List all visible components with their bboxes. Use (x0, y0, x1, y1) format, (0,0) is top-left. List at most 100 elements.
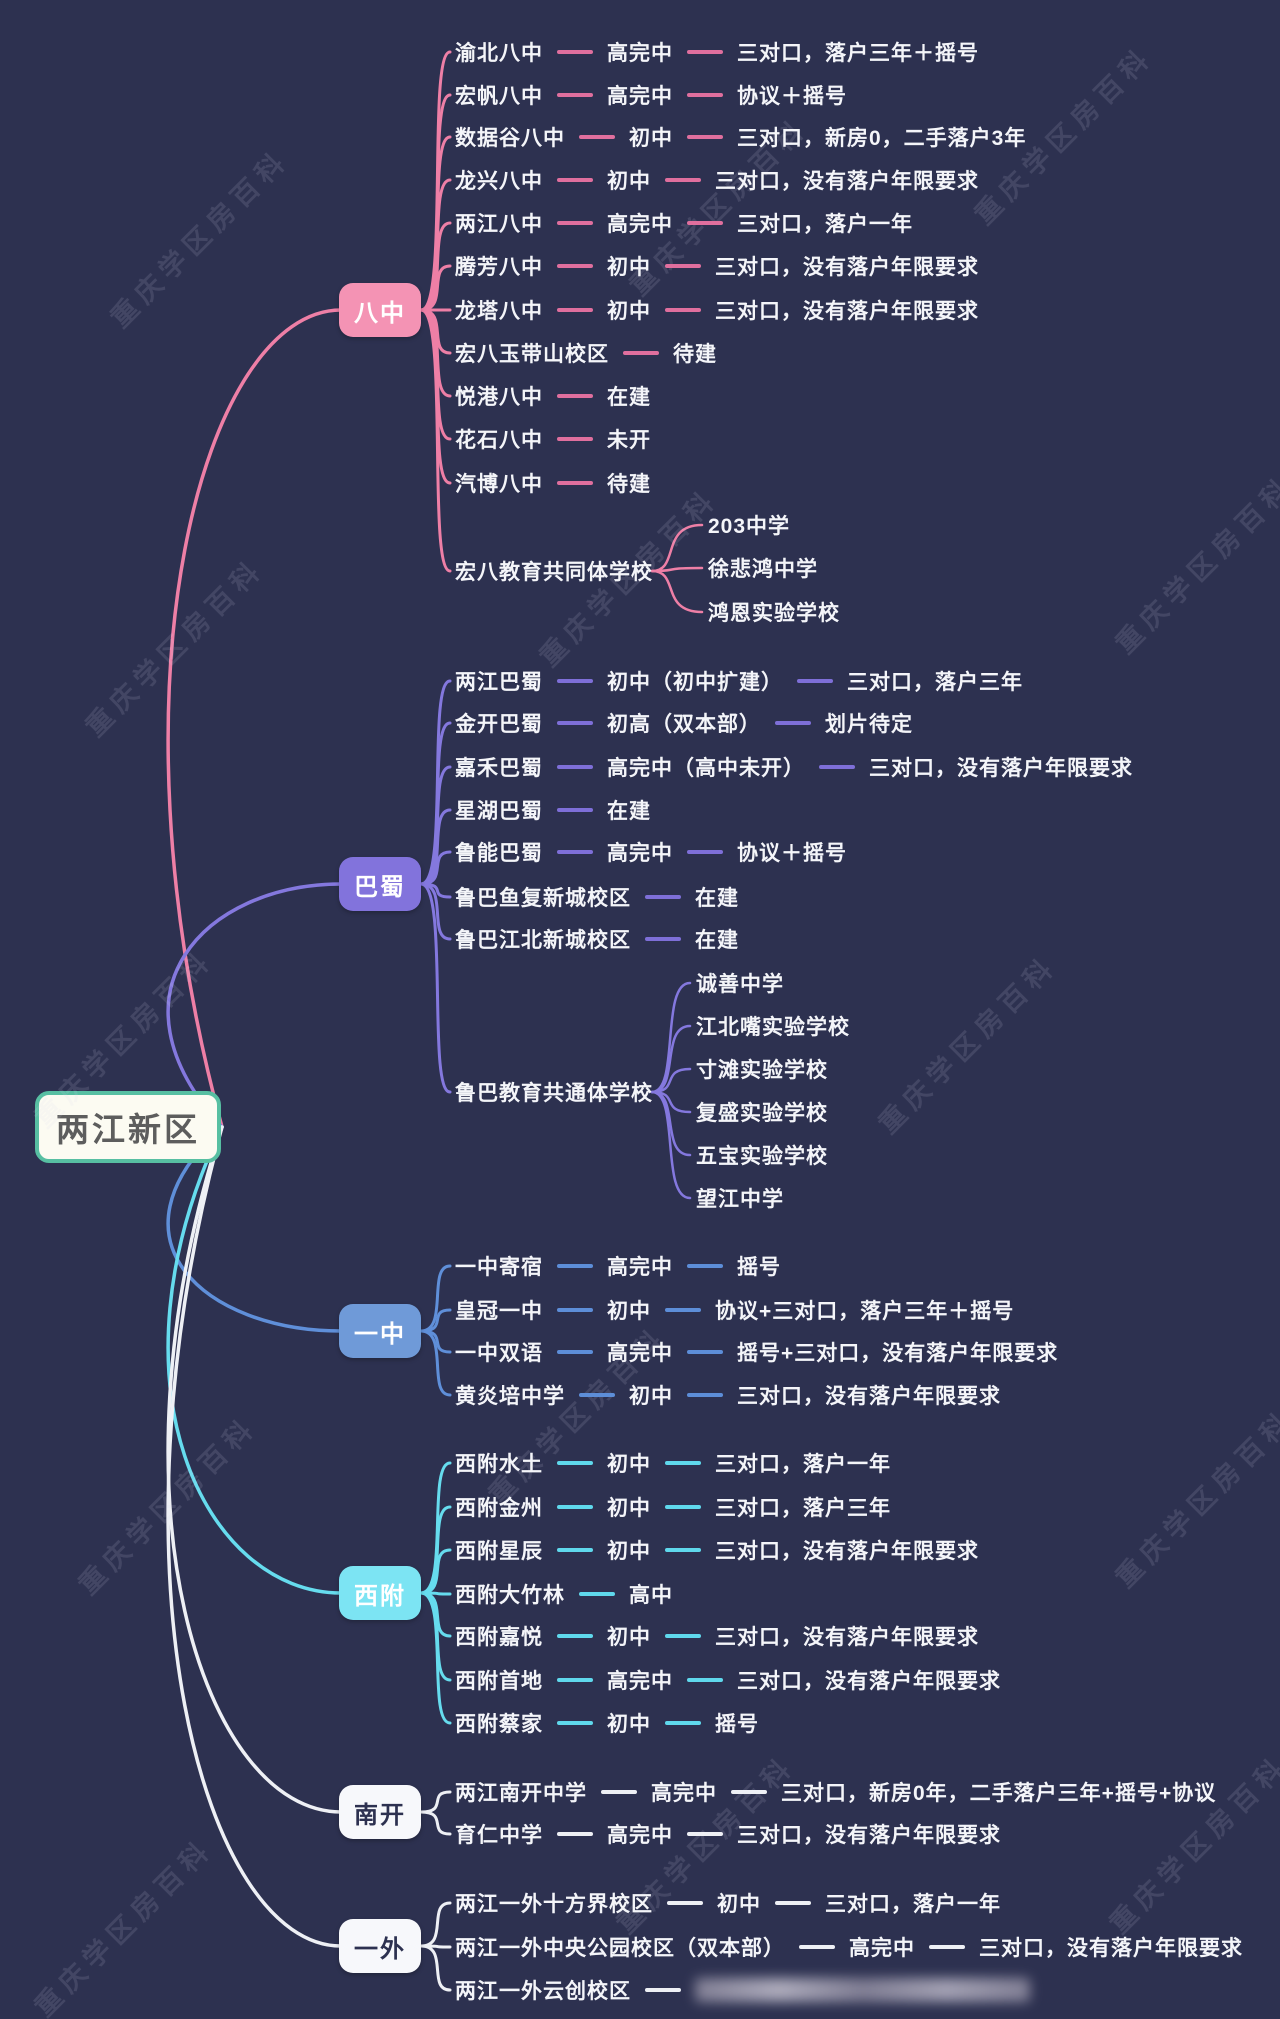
item-value: 初中 (629, 127, 673, 150)
connector-dash (557, 1634, 593, 1638)
tree-item: 西附蔡家初中摇号 (455, 1708, 759, 1738)
item-label: 汽博八中 (455, 473, 543, 496)
item-value: 在建 (607, 386, 651, 409)
sub-item: 复盛实验学校 (696, 1097, 828, 1127)
item-label: 鲁巴江北新城校区 (455, 929, 631, 952)
tree-item: 腾芳八中初中三对口，没有落户年限要求 (455, 251, 979, 281)
item-value: 划片待定 (825, 713, 913, 736)
connector-dash (579, 1393, 615, 1397)
connector-dash (665, 264, 701, 268)
connector-dash (557, 1548, 593, 1552)
tree-item: 宏八教育共同体学校 (455, 556, 653, 586)
connector-dash (687, 1264, 723, 1268)
item-value: 三对口，没有落户年限要求 (715, 170, 979, 193)
tree-item: 一中寄宿高完中摇号 (455, 1251, 781, 1281)
connector-line (419, 882, 452, 1094)
tree-item: 悦港八中在建 (455, 381, 651, 411)
connector-line (419, 1790, 452, 1814)
tree-item: 西附水土初中三对口，落户一年 (455, 1448, 891, 1478)
sub-item: 望江中学 (696, 1183, 784, 1213)
item-value: 初中 (629, 1385, 673, 1408)
sub-item: 江北嘴实验学校 (696, 1011, 850, 1041)
item-value: 高完中 (607, 42, 673, 65)
item-value: 初中 (607, 1497, 651, 1520)
tree-item: 星湖巴蜀在建 (455, 795, 651, 825)
item-label: 两江南开中学 (455, 1782, 587, 1805)
sub-item: 诚善中学 (696, 968, 784, 998)
connector-line (419, 308, 452, 573)
tree-item: 嘉禾巴蜀高完中（高中未开）三对口，没有落户年限要求 (455, 752, 1133, 782)
branch-node-xifu: 西附 (339, 1566, 421, 1620)
item-label: 皇冠一中 (455, 1300, 543, 1323)
tree-item: 宏八玉带山校区待建 (455, 338, 717, 368)
connector-line (419, 882, 452, 941)
connector-dash (601, 1790, 637, 1794)
item-label: 西附蔡家 (455, 1713, 543, 1736)
item-label: 鲁巴鱼复新城校区 (455, 887, 631, 910)
connector-dash (645, 895, 681, 899)
connector-dash (557, 765, 593, 769)
sub-item: 203中学 (708, 510, 790, 540)
item-value: 未开 (607, 429, 651, 452)
tree-item: 鲁能巴蜀高完中协议＋摇号 (455, 837, 847, 867)
item-label: 江北嘴实验学校 (696, 1016, 850, 1039)
item-label: 复盛实验学校 (696, 1102, 828, 1125)
connector-dash (799, 1945, 835, 1949)
tree-item: 花石八中 未开 (455, 424, 651, 454)
connector-dash (557, 1678, 593, 1682)
tree-item: 皇冠一中 初中 协议+三对口，落户三年＋摇号 (455, 1295, 1014, 1325)
connector-line (650, 1090, 692, 1200)
item-label: 鲁能巴蜀 (455, 842, 543, 865)
connector-dash (665, 178, 701, 182)
item-value: 三对口，没有落户年限要求 (715, 300, 979, 323)
item-label: 徐悲鸿中学 (708, 558, 818, 581)
connector-dash (665, 1505, 701, 1509)
connector-line (419, 1810, 452, 1836)
item-label: 五宝实验学校 (696, 1145, 828, 1168)
connector-dash (557, 394, 593, 398)
branch-node-nankai: 南开 (339, 1785, 421, 1839)
item-value: 高中 (629, 1584, 673, 1607)
item-value: 三对口，没有落户年限要求 (737, 1385, 1001, 1408)
connector-line (650, 981, 692, 1094)
item-label: 宏八教育共同体学校 (455, 561, 653, 584)
item-value: 高完中 (607, 1670, 673, 1693)
connector-dash (557, 1721, 593, 1725)
item-value: 高完中 (607, 85, 673, 108)
tree-item: 龙兴八中初中三对口，没有落户年限要求 (455, 165, 979, 195)
item-label: 一中双语 (455, 1342, 543, 1365)
item-value: 高完中 (849, 1937, 915, 1960)
item-label: 鸿恩实验学校 (708, 602, 840, 625)
item-value: 初中 (607, 1300, 651, 1323)
connector-dash (557, 437, 593, 441)
tree-item: 宏帆八中高完中协议＋摇号 (455, 80, 847, 110)
item-value: 三对口，落户一年 (715, 1453, 891, 1476)
tree-item: 西附大竹林高中 (455, 1579, 673, 1609)
tree-item: 鲁巴鱼复新城校区 在建 (455, 882, 739, 912)
connector-dash (557, 93, 593, 97)
connector-dash (645, 1988, 681, 1992)
item-value: 待建 (607, 473, 651, 496)
connector-dash (687, 1393, 723, 1397)
item-label: 203中学 (708, 515, 791, 538)
item-value: 三对口，没有落户年限要求 (737, 1670, 1001, 1693)
connector-dash (623, 351, 659, 355)
item-value: 三对口，没有落户年限要求 (869, 757, 1133, 780)
item-label: 诚善中学 (696, 973, 784, 996)
item-value: 摇号 (737, 1256, 781, 1279)
item-value: 在建 (695, 887, 739, 910)
sub-item: 五宝实验学校 (696, 1140, 828, 1170)
connector-line (166, 882, 343, 1129)
tree-item: 鲁巴教育共通体学校 (455, 1077, 653, 1107)
item-label: 宏帆八中 (455, 85, 543, 108)
connector-dash (557, 850, 593, 854)
item-value: 初中 (607, 170, 651, 193)
connector-dash (687, 221, 723, 225)
connector-dash (687, 50, 723, 54)
item-label: 龙塔八中 (455, 300, 543, 323)
connector-line (166, 1125, 343, 1948)
item-label: 花石八中 (455, 429, 543, 452)
item-value: 协议+三对口，落户三年＋摇号 (715, 1300, 1015, 1323)
connector-dash (557, 808, 593, 812)
